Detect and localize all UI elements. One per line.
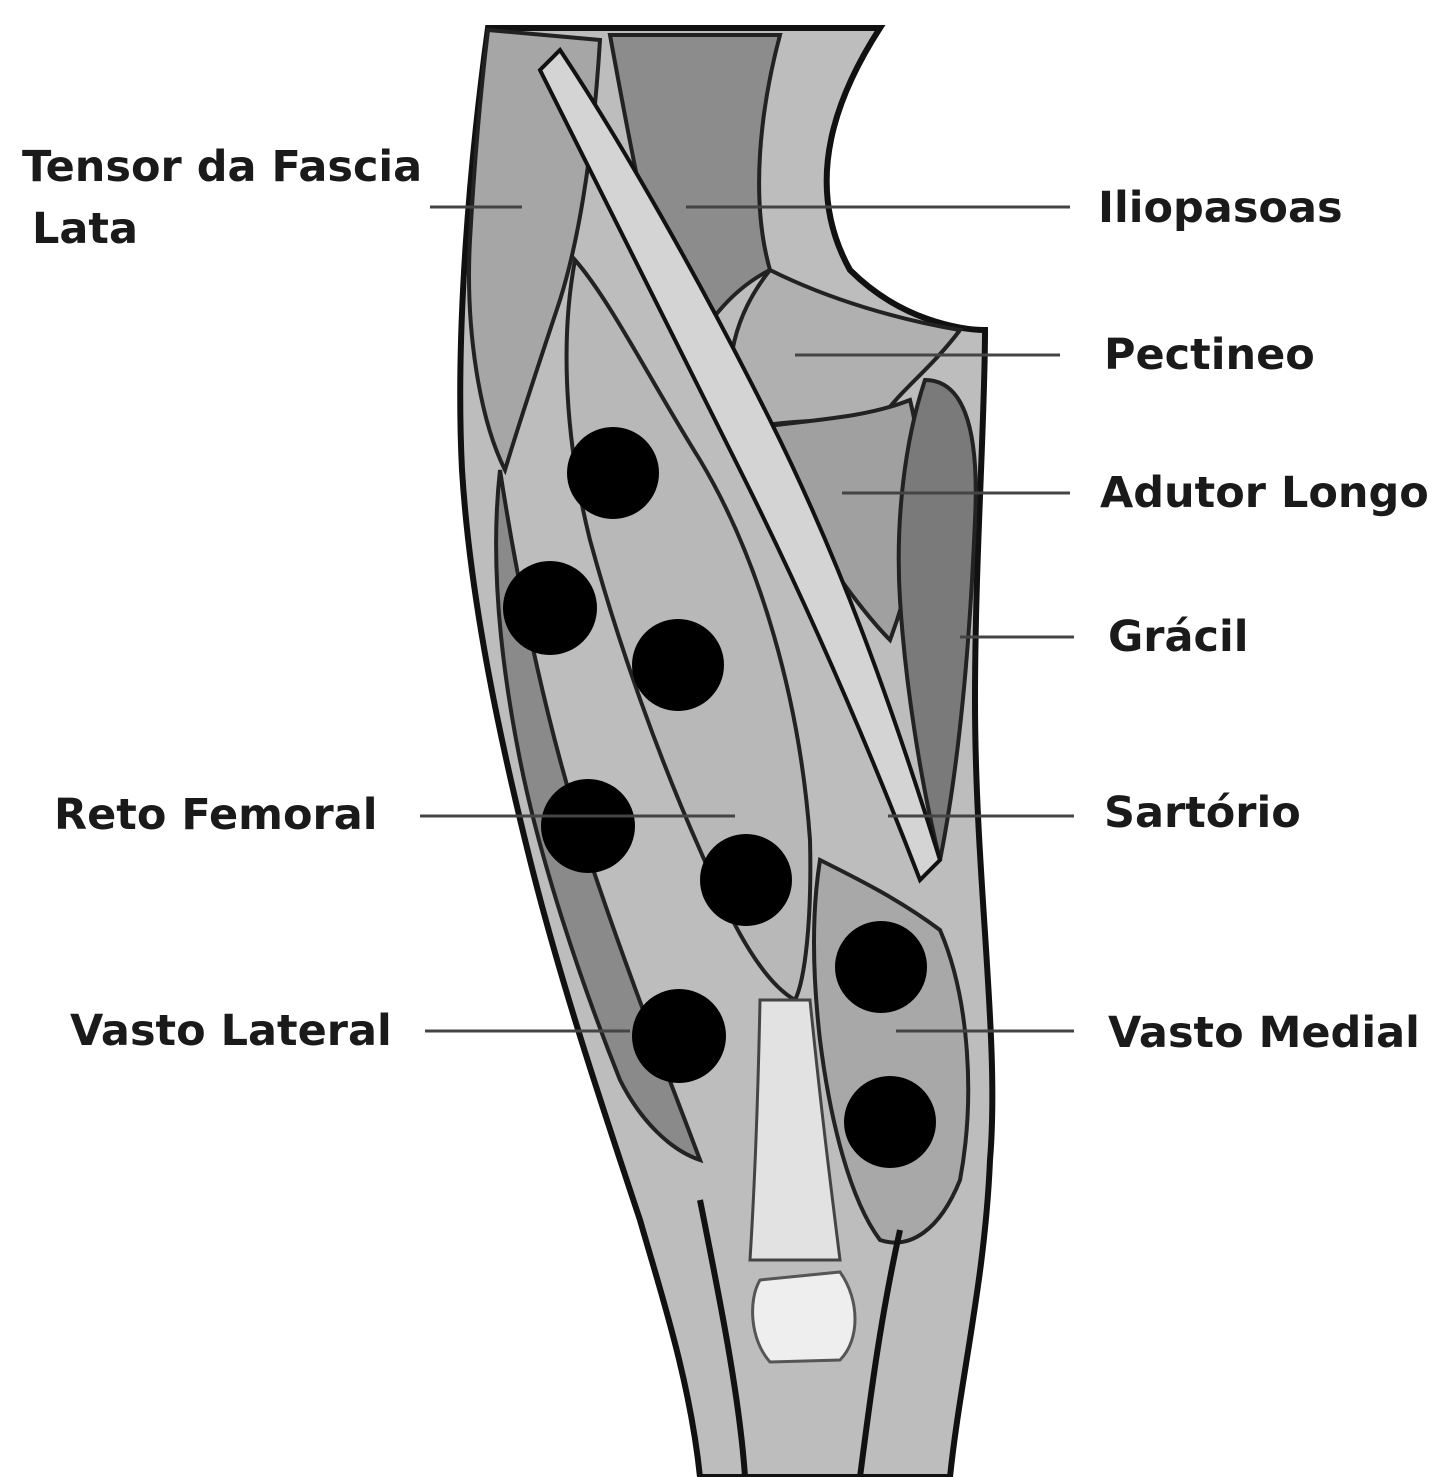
electrode	[503, 561, 597, 655]
label-gracil: Grácil	[1108, 612, 1249, 664]
electrode	[632, 619, 724, 711]
electrode	[700, 834, 792, 926]
label-vasto-lateral: Vasto Lateral	[70, 1006, 392, 1058]
electrode	[541, 779, 635, 873]
label-vasto-medial: Vasto Medial	[1108, 1008, 1420, 1060]
label-iliopsoas: Iliopasoas	[1098, 183, 1343, 235]
label-adutor-longo: Adutor Longo	[1100, 468, 1429, 520]
electrode	[835, 921, 927, 1013]
label-pectineo: Pectineo	[1104, 330, 1315, 382]
label-reto-femoral: Reto Femoral	[54, 790, 377, 842]
patella	[753, 1272, 855, 1362]
electrode	[567, 427, 659, 519]
electrode	[844, 1076, 936, 1168]
label-sartorio: Sartório	[1104, 788, 1301, 840]
label-tensor-fascia-lata: Tensor da Fascia	[22, 142, 422, 194]
electrode	[632, 989, 726, 1083]
label-tensor-fascia-lata-line2: Lata	[32, 204, 138, 256]
